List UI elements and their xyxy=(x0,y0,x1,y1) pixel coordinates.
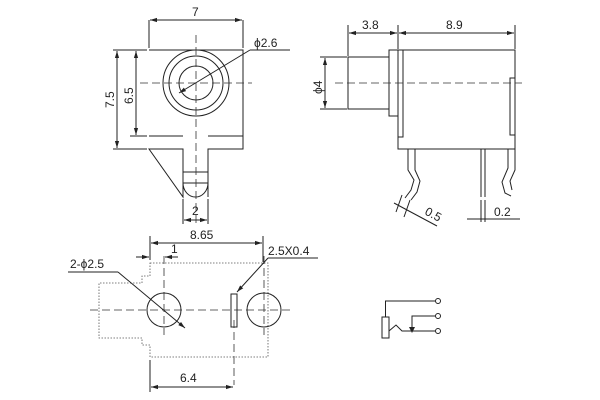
nose-length-label: 3.8 xyxy=(362,18,379,32)
slot-label: 2.5X0.4 xyxy=(268,244,310,258)
pin-width-label: 2 xyxy=(192,204,199,218)
front-view: 7 7.5 6.5 ϕ2.6 2 xyxy=(103,5,290,225)
pin-width-label-side: 0.2 xyxy=(494,205,511,219)
side-view: 3.8 8.9 ϕ4 0.5 0.2 xyxy=(311,18,522,227)
height-label: 7.5 xyxy=(103,91,117,108)
inner-height-label: 6.5 xyxy=(122,87,136,104)
holes-label: 2-ϕ2.5 xyxy=(70,257,104,271)
hole-diameter-label: ϕ2.6 xyxy=(254,36,278,50)
jack-schematic-symbol xyxy=(381,298,441,339)
span-label: 8.65 xyxy=(190,228,214,242)
offset-label: 1 xyxy=(171,242,178,256)
pcb-footprint: 8.65 1 2-ϕ2.5 2.5X0.4 6.4 xyxy=(68,228,318,392)
width-label: 7 xyxy=(192,5,199,19)
slot-distance-label: 6.4 xyxy=(180,371,197,385)
diameter-label: ϕ4 xyxy=(311,80,325,94)
pin-thickness-label: 0.5 xyxy=(423,204,445,224)
body-length-label: 8.9 xyxy=(446,18,463,32)
